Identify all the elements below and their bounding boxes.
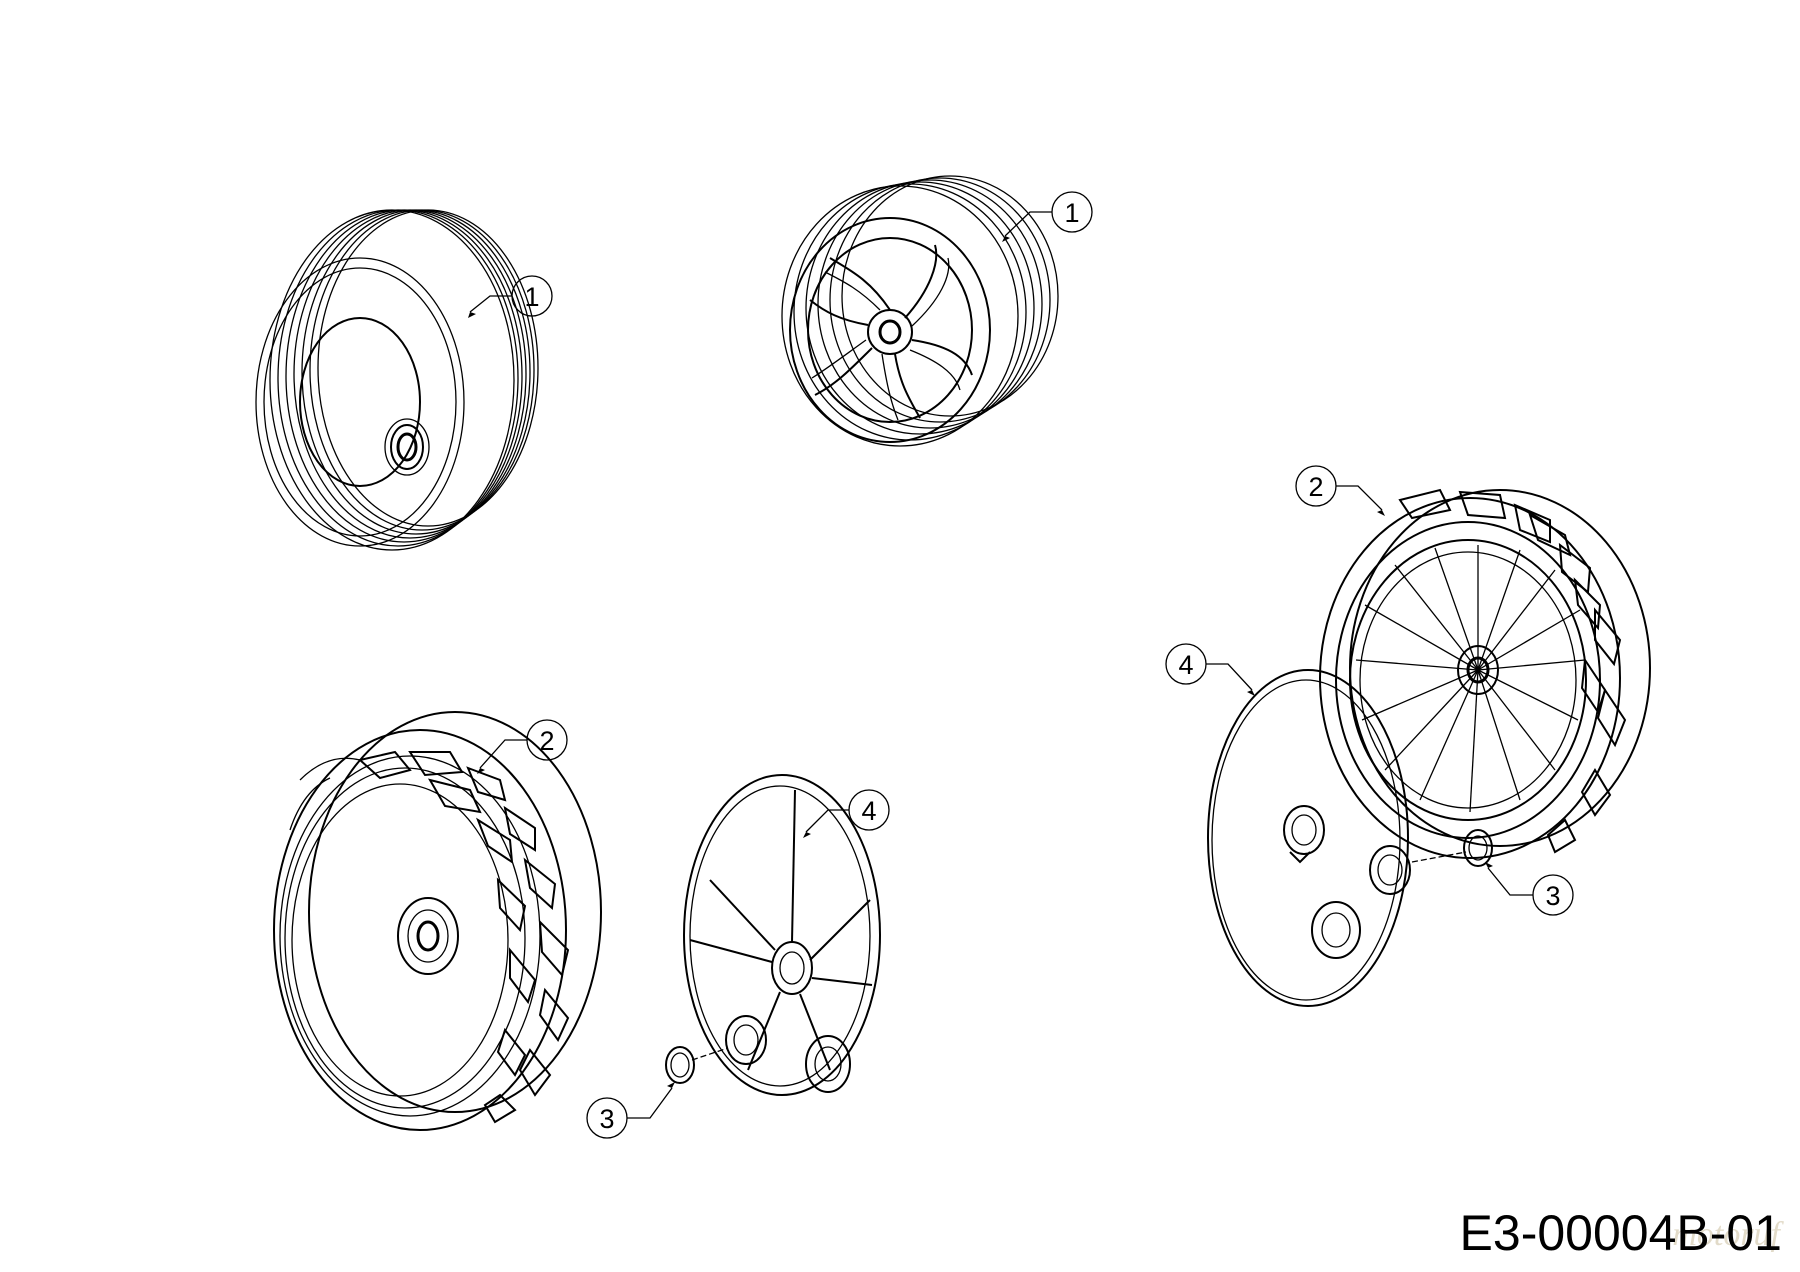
- callout-4b: 4: [1165, 643, 1255, 696]
- callout-label: 3: [1545, 881, 1560, 911]
- hub-cover-spoked: [683, 774, 881, 1096]
- callout-label: 1: [1064, 198, 1079, 228]
- callout-3b: 3: [1485, 862, 1574, 916]
- bushing-left: [665, 1046, 729, 1084]
- callout-label: 2: [1308, 472, 1323, 502]
- wheel-knobby-rear: [1319, 488, 1651, 859]
- watermark-logo: motoruf: [1672, 1216, 1780, 1253]
- wheel-knobby-front: [273, 711, 602, 1131]
- callout-3a: 3: [586, 1082, 675, 1139]
- drawing-number: E3-00004B-01: [1459, 1205, 1782, 1261]
- callout-1b: 1: [1002, 191, 1093, 242]
- callout-label: 4: [861, 796, 876, 826]
- bushing-right: [1411, 829, 1493, 867]
- callout-label: 3: [599, 1104, 614, 1134]
- callout-1a: 1: [468, 275, 553, 318]
- callout-label: 1: [524, 282, 539, 312]
- wheel-smooth-rear: [781, 175, 1059, 447]
- callout-label: 4: [1178, 650, 1193, 680]
- callout-2a: 2: [477, 719, 568, 774]
- callout-label: 2: [539, 726, 554, 756]
- wheel-smooth-front: [255, 209, 539, 551]
- callout-4a: 4: [803, 789, 890, 838]
- hub-cover-disc: [1207, 669, 1411, 1007]
- callout-2b: 2: [1295, 465, 1385, 516]
